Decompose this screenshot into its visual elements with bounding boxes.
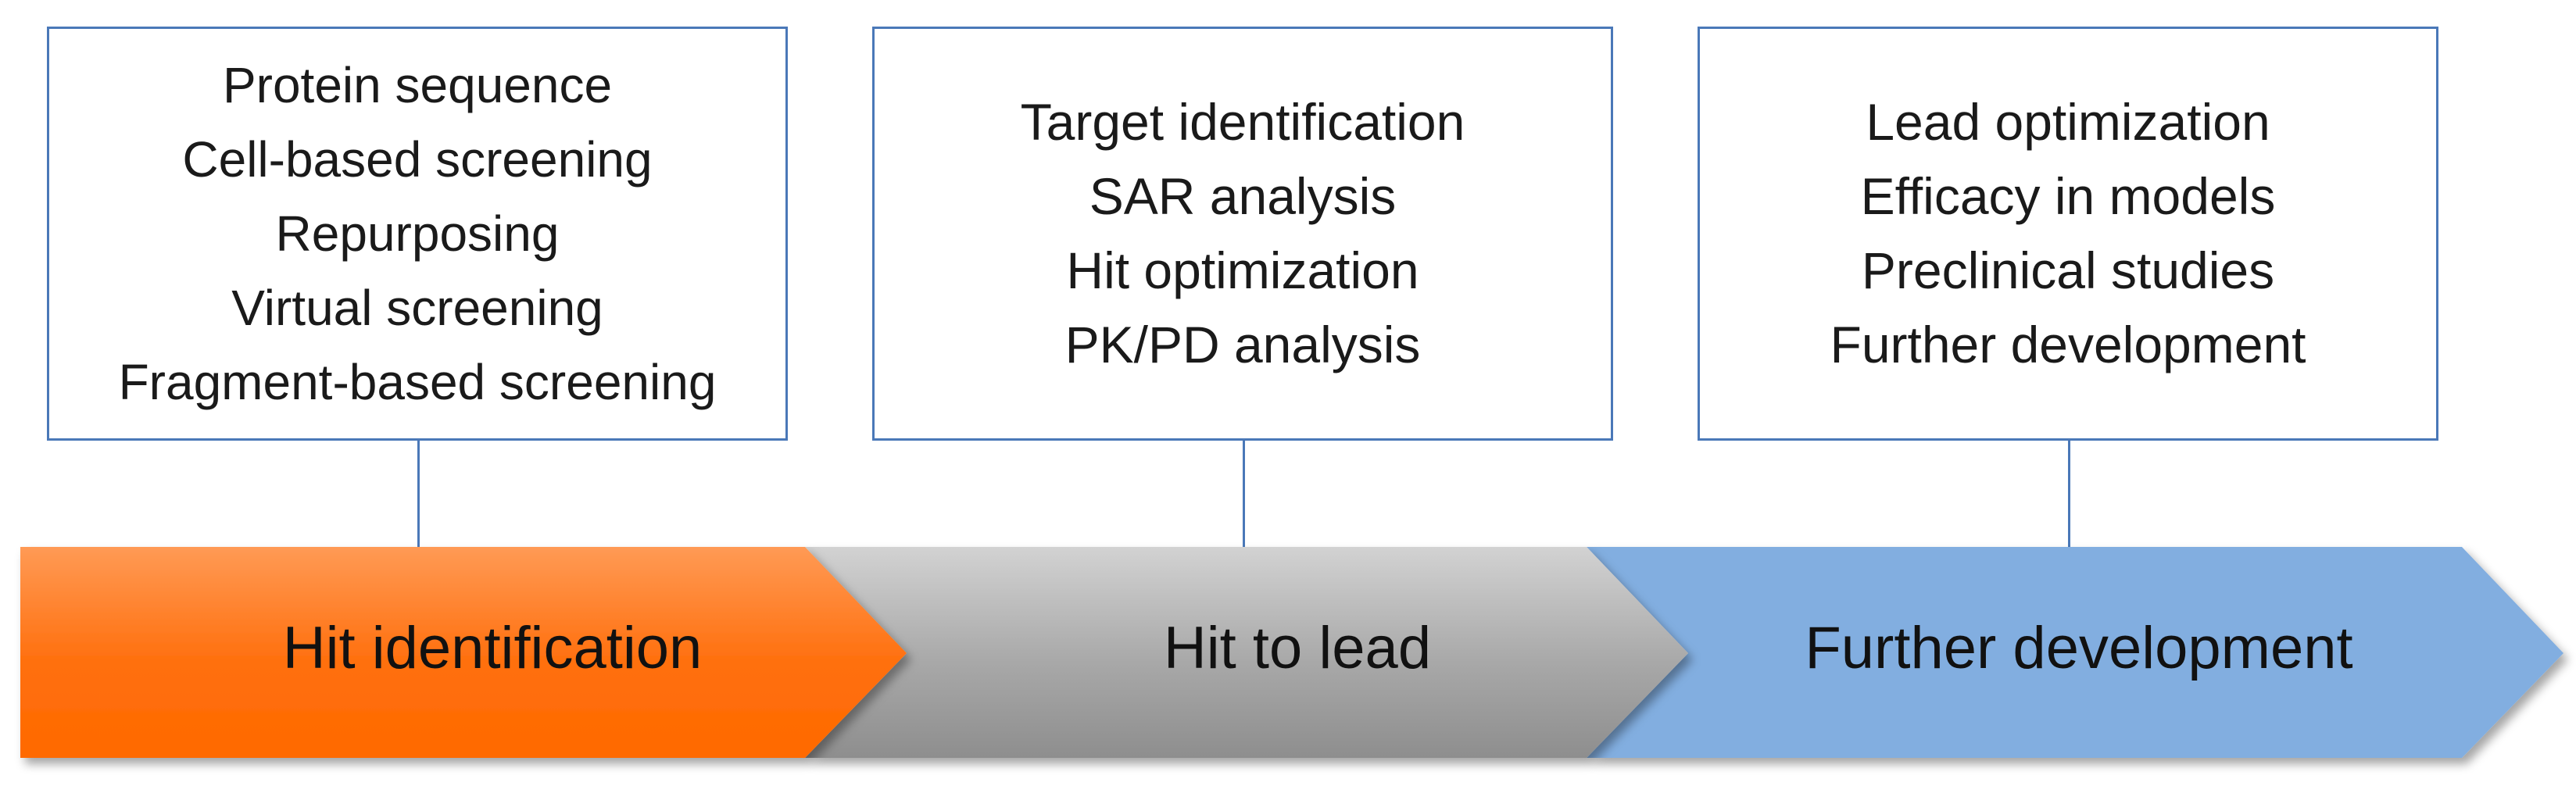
- box-3-line-2: Efficacy in models: [1860, 167, 2276, 225]
- connector-line-3: [2068, 441, 2070, 547]
- box-3-line-3: Preclinical studies: [1861, 241, 2275, 299]
- stage-label-hit-to-lead: Hit to lead: [1163, 615, 1432, 681]
- box-1-line-4: Virtual screening: [231, 279, 603, 336]
- connector-line-2: [1243, 441, 1245, 547]
- box-2-line-1: Target identification: [1020, 93, 1465, 151]
- box-1-line-1: Protein sequence: [222, 56, 613, 113]
- further-development-activities-box: Lead optimization Efficacy in models Pre…: [1698, 27, 2438, 441]
- stage-label-hit-identification: Hit identification: [282, 615, 703, 681]
- hit-identification-arrow: [20, 547, 907, 758]
- box-2-line-3: Hit optimization: [1066, 241, 1419, 299]
- box-1-line-2: Cell-based screening: [182, 130, 653, 188]
- further-development-arrow: [1587, 547, 2563, 758]
- box-3-line-4: Further development: [1830, 316, 2306, 373]
- hit-identification-activities-box: Protein sequence Cell-based screening Re…: [47, 27, 788, 441]
- box-1-line-3: Repurposing: [275, 205, 560, 262]
- box-2-line-2: SAR analysis: [1089, 167, 1397, 225]
- stage-label-further-development: Further development: [1805, 615, 2353, 681]
- hit-to-lead-activities-box: Target identification SAR analysis Hit o…: [872, 27, 1613, 441]
- box-2-line-4: PK/PD analysis: [1064, 316, 1421, 373]
- box-3-line-1: Lead optimization: [1866, 93, 2270, 151]
- box-1-line-5: Fragment-based screening: [118, 353, 717, 410]
- connector-line-1: [417, 441, 420, 547]
- hit-to-lead-arrow: [805, 547, 1688, 758]
